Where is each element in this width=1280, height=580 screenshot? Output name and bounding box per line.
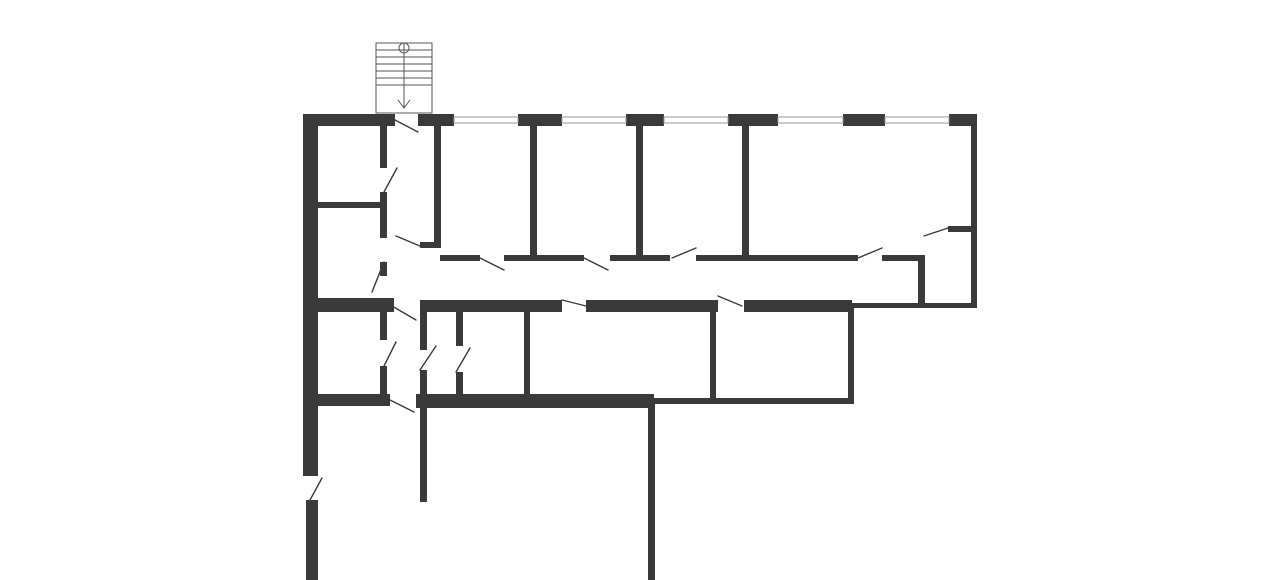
- entrance-stairs: [375, 42, 433, 114]
- doors: [309, 119, 949, 501]
- outer-walls: [303, 114, 977, 580]
- interior-walls: [318, 126, 971, 502]
- windows: [453, 116, 950, 124]
